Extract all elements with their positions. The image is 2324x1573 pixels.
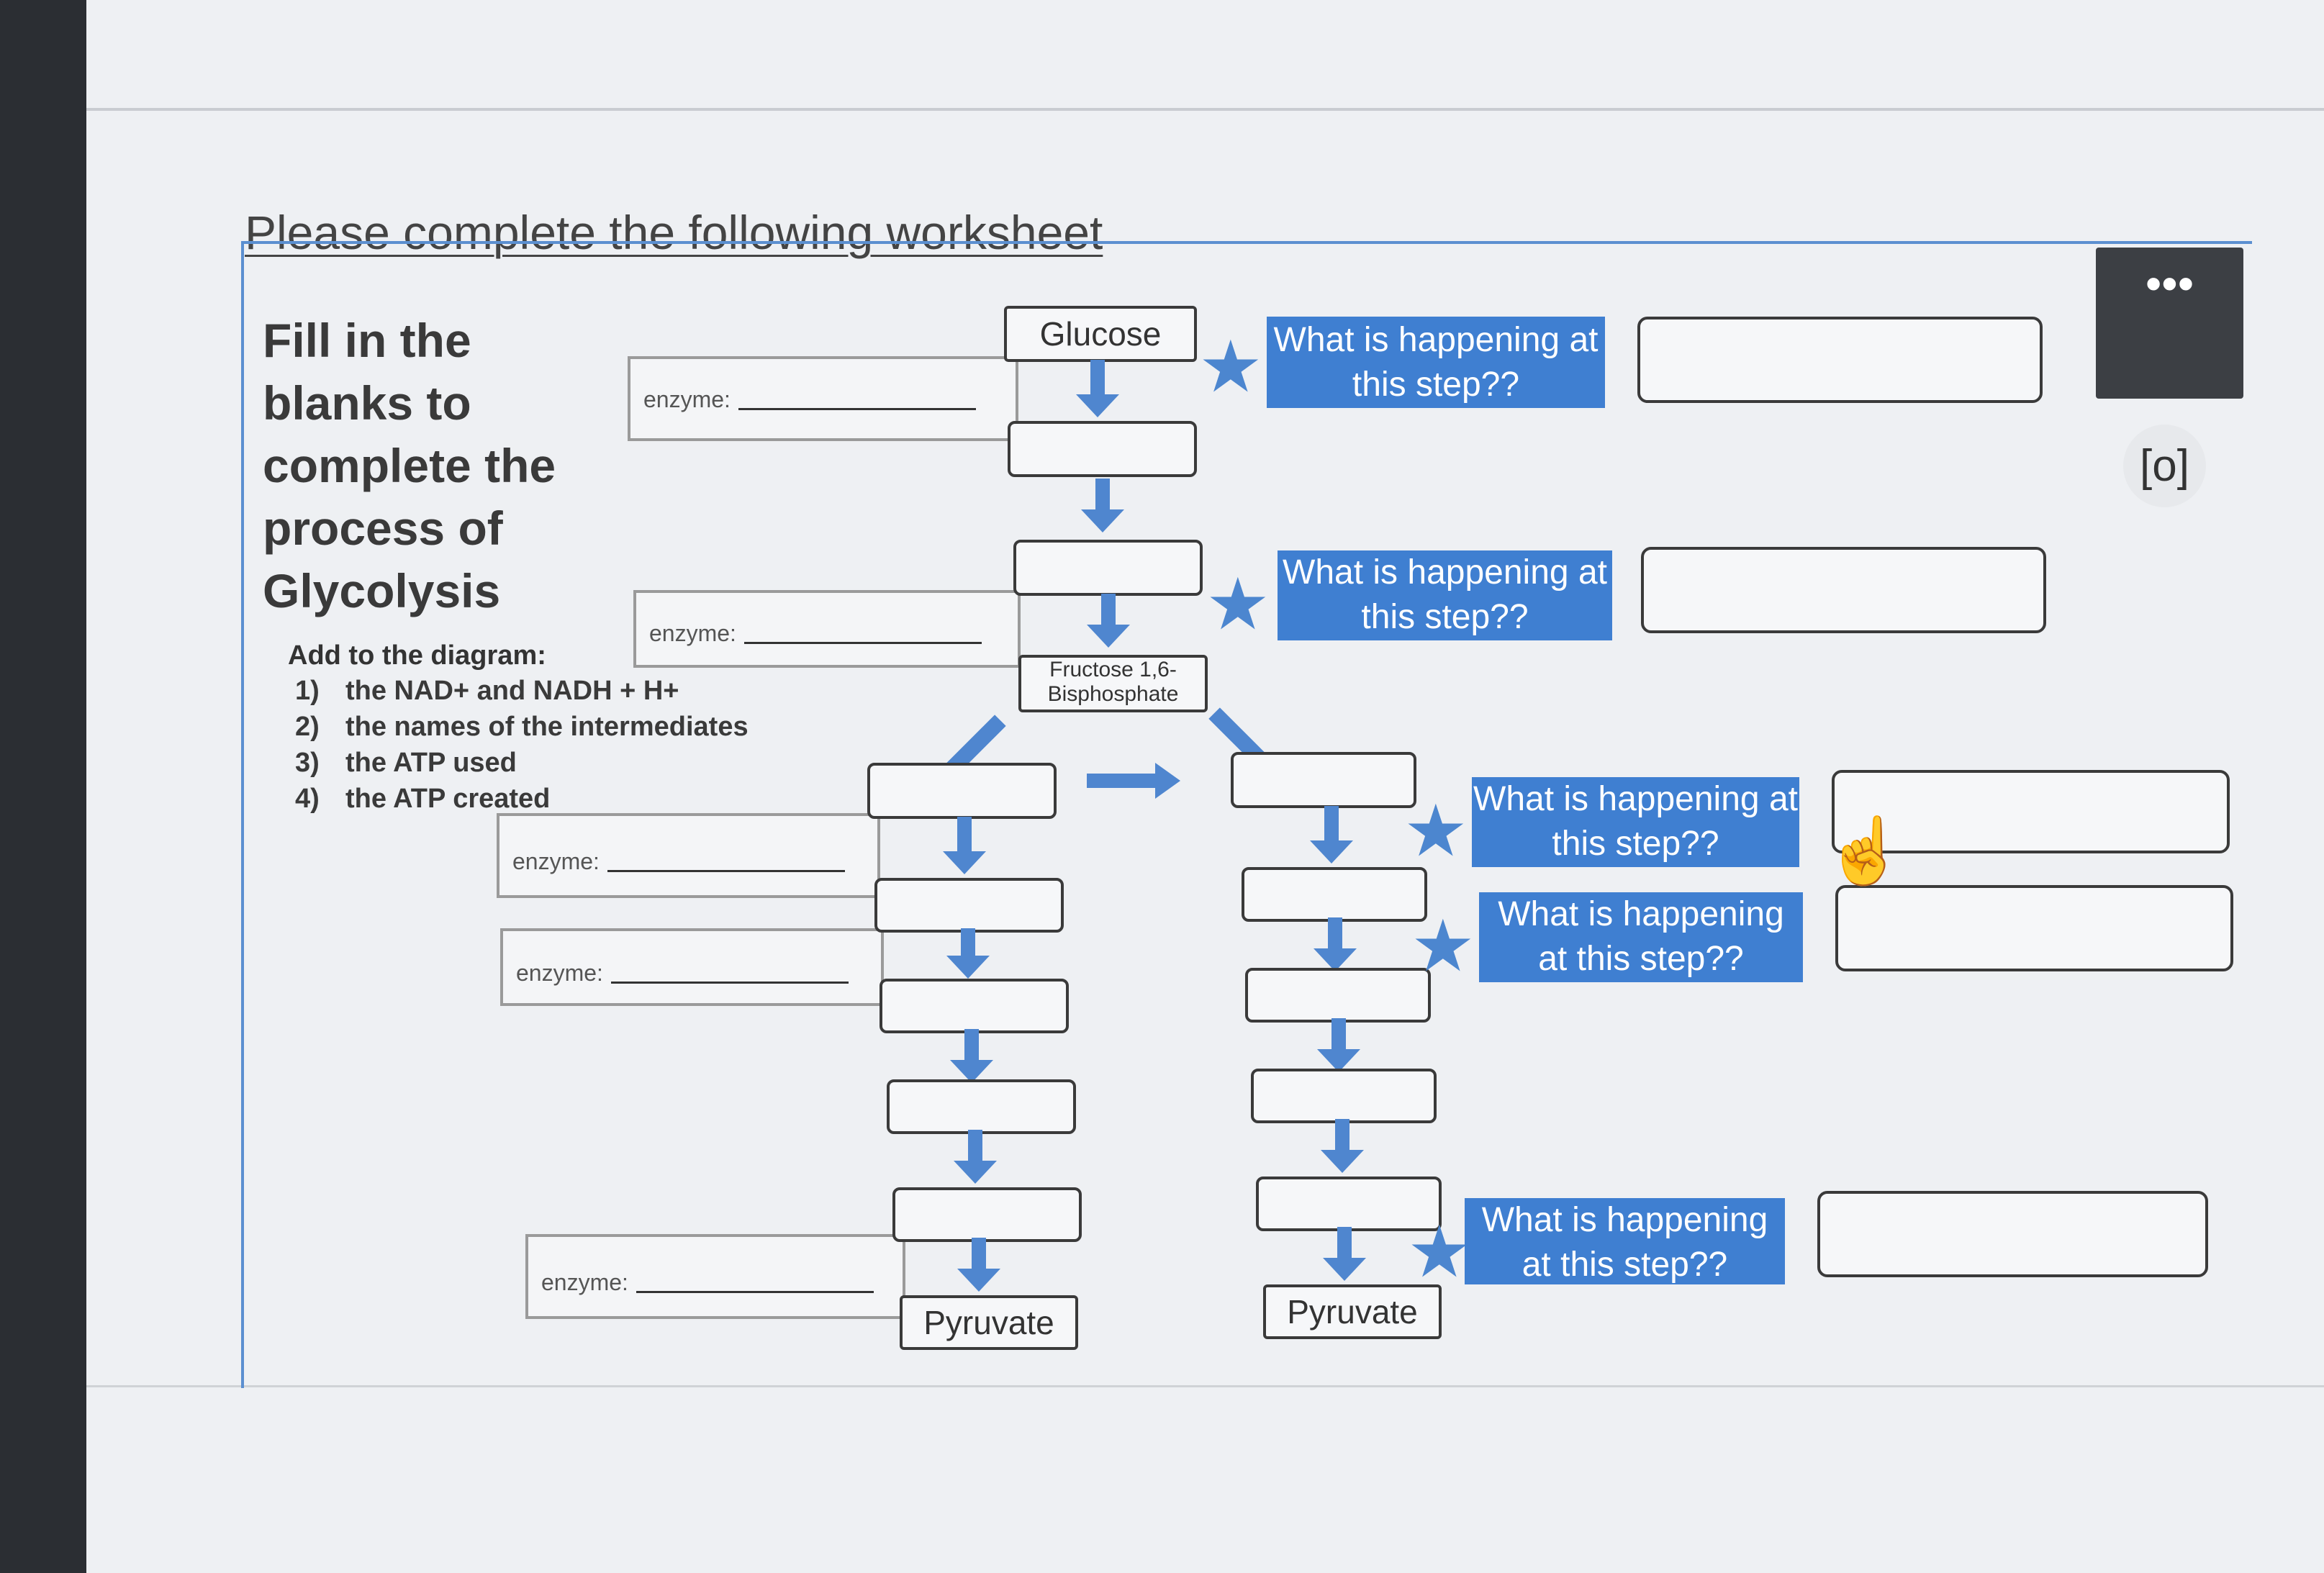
- question-box: What is happening at this step??: [1267, 317, 1605, 408]
- fructose-label: Fructose 1,6-Bisphosphate: [1018, 655, 1208, 712]
- question-box: What is happening at this step??: [1465, 1198, 1785, 1284]
- enzyme-label: enzyme:: [643, 386, 731, 412]
- down-arrow: [954, 1130, 997, 1184]
- title-line: blanks to: [263, 376, 471, 430]
- list-item: 2)the names of the intermediates: [295, 712, 749, 742]
- screen-bezel: [0, 0, 86, 1573]
- intermediate-blank[interactable]: [1242, 867, 1427, 922]
- star-icon: ★: [1411, 906, 1475, 987]
- intermediate-blank[interactable]: [1245, 968, 1431, 1023]
- blank-line: [636, 1291, 874, 1293]
- title-line: complete the: [263, 439, 556, 492]
- intermediate-blank[interactable]: [1256, 1177, 1442, 1231]
- answer-field[interactable]: [1835, 885, 2233, 971]
- down-arrow: [1323, 1227, 1366, 1281]
- star-icon: ★: [1206, 564, 1270, 645]
- worksheet-frame: [241, 241, 2252, 1388]
- instructions-title: Fill in the blanks to complete the proce…: [263, 309, 623, 622]
- add-to-diagram-title: Add to the diagram:: [288, 640, 546, 671]
- blank-line: [744, 642, 982, 644]
- down-arrow: [1317, 1018, 1360, 1072]
- list-item: 3)the ATP used: [295, 748, 517, 778]
- enzyme-field[interactable]: enzyme:: [628, 356, 1018, 441]
- answer-field[interactable]: [1832, 770, 2230, 853]
- star-icon: ★: [1403, 791, 1468, 871]
- question-box: What is happening at this step??: [1278, 550, 1612, 640]
- pyruvate-label: Pyruvate: [1263, 1284, 1442, 1339]
- down-arrow: [1081, 479, 1124, 532]
- down-arrow: [1310, 806, 1353, 863]
- intermediate-blank[interactable]: [1013, 540, 1203, 596]
- enzyme-field[interactable]: enzyme:: [633, 590, 1021, 668]
- divider: [86, 1385, 2324, 1387]
- intermediate-blank[interactable]: [867, 763, 1057, 819]
- enzyme-label: enzyme:: [512, 848, 600, 874]
- answer-field[interactable]: [1637, 317, 2043, 403]
- down-arrow: [950, 1029, 993, 1083]
- down-arrow: [1314, 917, 1357, 971]
- blank-line: [607, 870, 845, 872]
- more-options-button[interactable]: •••: [2096, 248, 2243, 399]
- intermediate-blank[interactable]: [1231, 752, 1416, 808]
- star-icon: ★: [1407, 1212, 1472, 1292]
- title-line: Fill in the: [263, 314, 471, 367]
- blank-line: [738, 408, 976, 410]
- list-item: 4)the ATP created: [295, 784, 551, 814]
- list-item: 1)the NAD+ and NADH + H+: [295, 676, 679, 706]
- intermediate-blank[interactable]: [1251, 1069, 1437, 1123]
- down-arrow: [943, 817, 986, 874]
- enzyme-label: enzyme:: [541, 1269, 628, 1295]
- hand-cursor-icon: ☝: [1825, 815, 1906, 887]
- intermediate-blank[interactable]: [887, 1079, 1076, 1134]
- down-arrow: [946, 928, 990, 979]
- answer-field[interactable]: [1817, 1191, 2208, 1277]
- enzyme-field[interactable]: enzyme:: [525, 1234, 905, 1319]
- instruction-list: 1)the NAD+ and NADH + H+ 2)the names of …: [295, 673, 749, 817]
- glucose-label: Glucose: [1004, 306, 1197, 362]
- intermediate-blank[interactable]: [1008, 421, 1197, 477]
- down-arrow: [1076, 360, 1119, 417]
- right-arrow-head: [1155, 763, 1180, 799]
- question-box: What is happening at this step??: [1479, 892, 1803, 982]
- title-line: process of: [263, 502, 503, 555]
- enzyme-field[interactable]: enzyme:: [500, 928, 884, 1006]
- enzyme-field[interactable]: enzyme:: [497, 813, 880, 898]
- star-icon: ★: [1198, 327, 1263, 407]
- down-arrow: [1321, 1119, 1364, 1173]
- title-line: Glycolysis: [263, 564, 501, 617]
- pyruvate-label: Pyruvate: [900, 1295, 1078, 1350]
- answer-field[interactable]: [1641, 547, 2046, 633]
- right-arrow: [1087, 774, 1159, 788]
- question-box: What is happening at this step??: [1472, 777, 1799, 867]
- down-arrow: [1087, 594, 1130, 648]
- intermediate-blank[interactable]: [874, 878, 1064, 933]
- blank-line: [611, 982, 849, 984]
- scan-icon[interactable]: [o]: [2123, 425, 2206, 507]
- down-arrow: [957, 1238, 1000, 1292]
- divider: [86, 108, 2324, 111]
- enzyme-label: enzyme:: [516, 960, 603, 986]
- enzyme-label: enzyme:: [649, 620, 736, 646]
- intermediate-blank[interactable]: [892, 1187, 1082, 1242]
- page-title: Please complete the following worksheet: [245, 206, 1103, 259]
- intermediate-blank[interactable]: [880, 979, 1069, 1033]
